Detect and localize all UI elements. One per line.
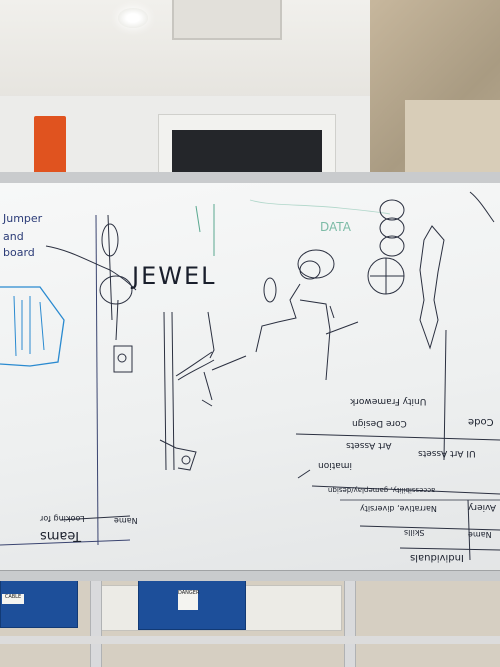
note-art-assets: Art Assets (346, 440, 392, 450)
ceiling-light (118, 8, 148, 28)
jewel-heading: JEWEL (132, 262, 217, 290)
note-skills: Skills (404, 528, 425, 537)
cable-bin-label: CABLE (2, 594, 24, 604)
note-accessibility: accessibility, gameplay/design (328, 486, 436, 494)
ceiling-vent (172, 0, 282, 40)
storage-bin-left (0, 572, 78, 628)
note-teams: Teams (40, 528, 82, 543)
danger-bin-label: DANGER (178, 590, 199, 610)
left-note-board: board (3, 246, 35, 259)
note-unity-framework: Unity Framework (350, 396, 427, 406)
left-note-and: and (3, 230, 24, 243)
stand-base-bar (0, 636, 500, 644)
brick-wall-opening (405, 100, 500, 186)
note-aviery: Aviery (468, 502, 497, 512)
note-looking-for: Looking for (40, 514, 85, 523)
note-name-right: Name (468, 530, 492, 539)
left-note-jumper: Jumper (3, 212, 43, 225)
note-imation: imation (318, 460, 353, 470)
note-narrative: Narrative, diversity (360, 504, 437, 513)
note-core-design: Core Design (352, 418, 407, 428)
note-ui-art-assets: UI Art Assets (418, 448, 476, 458)
note-code: Code (468, 416, 494, 427)
data-note: DATA (320, 220, 351, 234)
whiteboard (0, 183, 500, 578)
note-individuals: Individuals (410, 552, 464, 563)
note-name-left: Name (114, 516, 138, 525)
whiteboard-frame-bottom (0, 570, 500, 581)
